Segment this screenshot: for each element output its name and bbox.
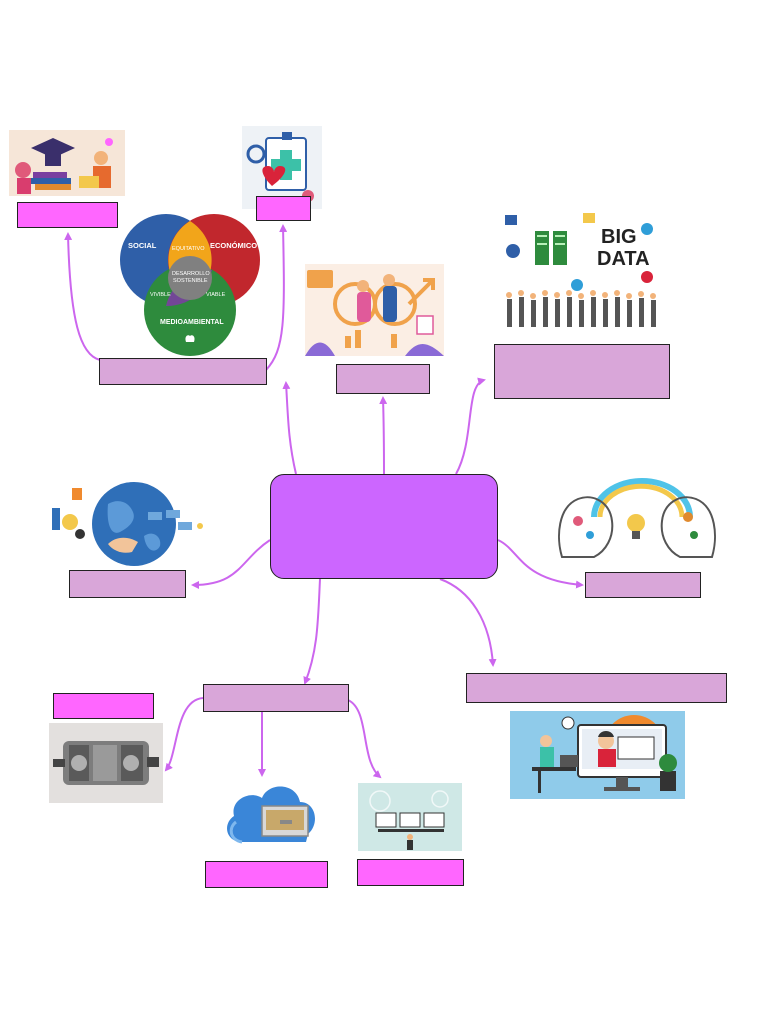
big-data-illustration: BIG DATA: [497, 207, 666, 331]
connector-center-to-sustainability: [282, 381, 297, 475]
innovation-illustration: [554, 477, 720, 569]
monitoring-illustration: [358, 783, 462, 851]
venn-label-center-1: DESARROLLO: [172, 271, 210, 277]
big-data-word-2: DATA: [597, 248, 650, 270]
label-box-health: [256, 196, 311, 221]
connector-technology-to-monitoring: [347, 699, 382, 779]
education-illustration: [9, 130, 125, 196]
label-box-sustainability: [99, 358, 267, 385]
connector-sustainability-to-health: [265, 224, 288, 371]
label-box-big-data: [494, 344, 670, 399]
venn-label-economico: ECONÓMICO: [210, 241, 257, 250]
virtual-meeting-illustration: [510, 711, 685, 799]
connector-center-to-technology: [303, 578, 321, 685]
label-box-virtual: [466, 673, 727, 703]
venn-label-vivible: VIVIBLE: [150, 292, 171, 298]
equality-illustration: [305, 264, 444, 356]
venn-label-social: SOCIAL: [128, 241, 157, 250]
label-box-monitoring: [357, 859, 464, 886]
label-box-technology: [203, 684, 349, 712]
cloud-storage-illustration: [220, 772, 320, 852]
connector-sustainability-to-education: [64, 232, 101, 361]
label-box-globalization: [69, 570, 186, 598]
connector-center-to-bigdata: [455, 377, 486, 475]
connector-technology-to-machinery: [164, 697, 204, 772]
connector-center-to-virtual: [439, 578, 497, 667]
machinery-illustration: [49, 723, 163, 803]
venn-label-medioambiental: MEDIOAMBIENTAL: [160, 319, 224, 326]
globalization-illustration: [48, 480, 204, 568]
label-box-cloud: [205, 861, 328, 888]
venn-diagram: SOCIAL ECONÓMICO EQUITATIVO DESARROLLO S…: [114, 212, 264, 358]
connector-center-to-innovation: [497, 539, 584, 589]
label-box-equality: [336, 364, 430, 394]
venn-label-center-2: SOSTENIBLE: [173, 278, 208, 284]
venn-circle-medioambiental: [144, 264, 236, 356]
connector-center-to-globalization: [191, 539, 271, 589]
venn-label-viable: VIABLE: [206, 292, 226, 298]
connector-center-to-equality: [379, 396, 388, 475]
center-node: [270, 474, 498, 579]
health-illustration: [242, 126, 322, 209]
big-data-word-1: BIG: [601, 226, 637, 248]
label-box-innovation: [585, 572, 701, 598]
venn-label-equitativo: EQUITATIVO: [172, 246, 205, 252]
label-box-machinery: [53, 693, 154, 719]
label-box-education: [17, 202, 118, 228]
